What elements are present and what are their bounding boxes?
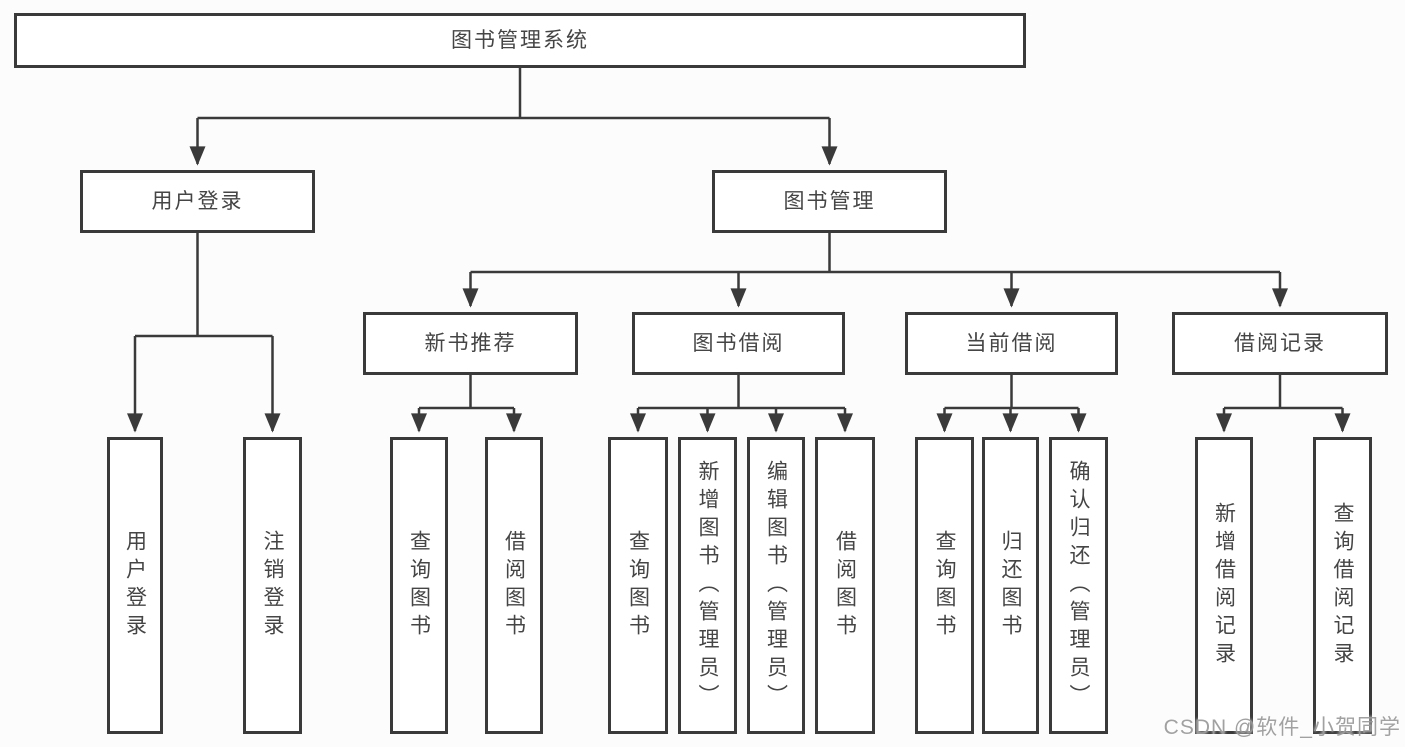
node-current-borrow: 当前借阅 bbox=[905, 312, 1118, 375]
leaf-query-books-current: 查询图书 bbox=[915, 437, 974, 734]
leaf-return-book: 归还图书 bbox=[982, 437, 1039, 734]
leaf-logout: 注销登录 bbox=[243, 437, 302, 734]
leaf-borrow-books-recommend: 借阅图书 bbox=[485, 437, 543, 734]
node-borrow-records: 借阅记录 bbox=[1172, 312, 1388, 375]
leaf-edit-book-admin: 编辑图书（管理员） bbox=[747, 437, 805, 734]
leaf-confirm-return-admin: 确认归还（管理员） bbox=[1049, 437, 1108, 734]
leaf-query-books-borrow: 查询图书 bbox=[608, 437, 668, 734]
leaf-query-books-recommend: 查询图书 bbox=[390, 437, 448, 734]
leaf-user-login: 用户登录 bbox=[107, 437, 163, 734]
leaf-add-borrow-record: 新增借阅记录 bbox=[1195, 437, 1253, 734]
leaf-borrow-books: 借阅图书 bbox=[815, 437, 875, 734]
leaf-add-book-admin: 新增图书（管理员） bbox=[678, 437, 737, 734]
leaf-query-borrow-record: 查询借阅记录 bbox=[1313, 437, 1372, 734]
node-book-management-module: 图书管理 bbox=[712, 170, 947, 233]
node-book-borrow: 图书借阅 bbox=[632, 312, 845, 375]
node-user-login-module: 用户登录 bbox=[80, 170, 315, 233]
node-root-system: 图书管理系统 bbox=[14, 13, 1026, 68]
node-new-book-recommend: 新书推荐 bbox=[363, 312, 578, 375]
watermark-text: CSDN @软件_小贺同学 bbox=[1163, 716, 1401, 739]
